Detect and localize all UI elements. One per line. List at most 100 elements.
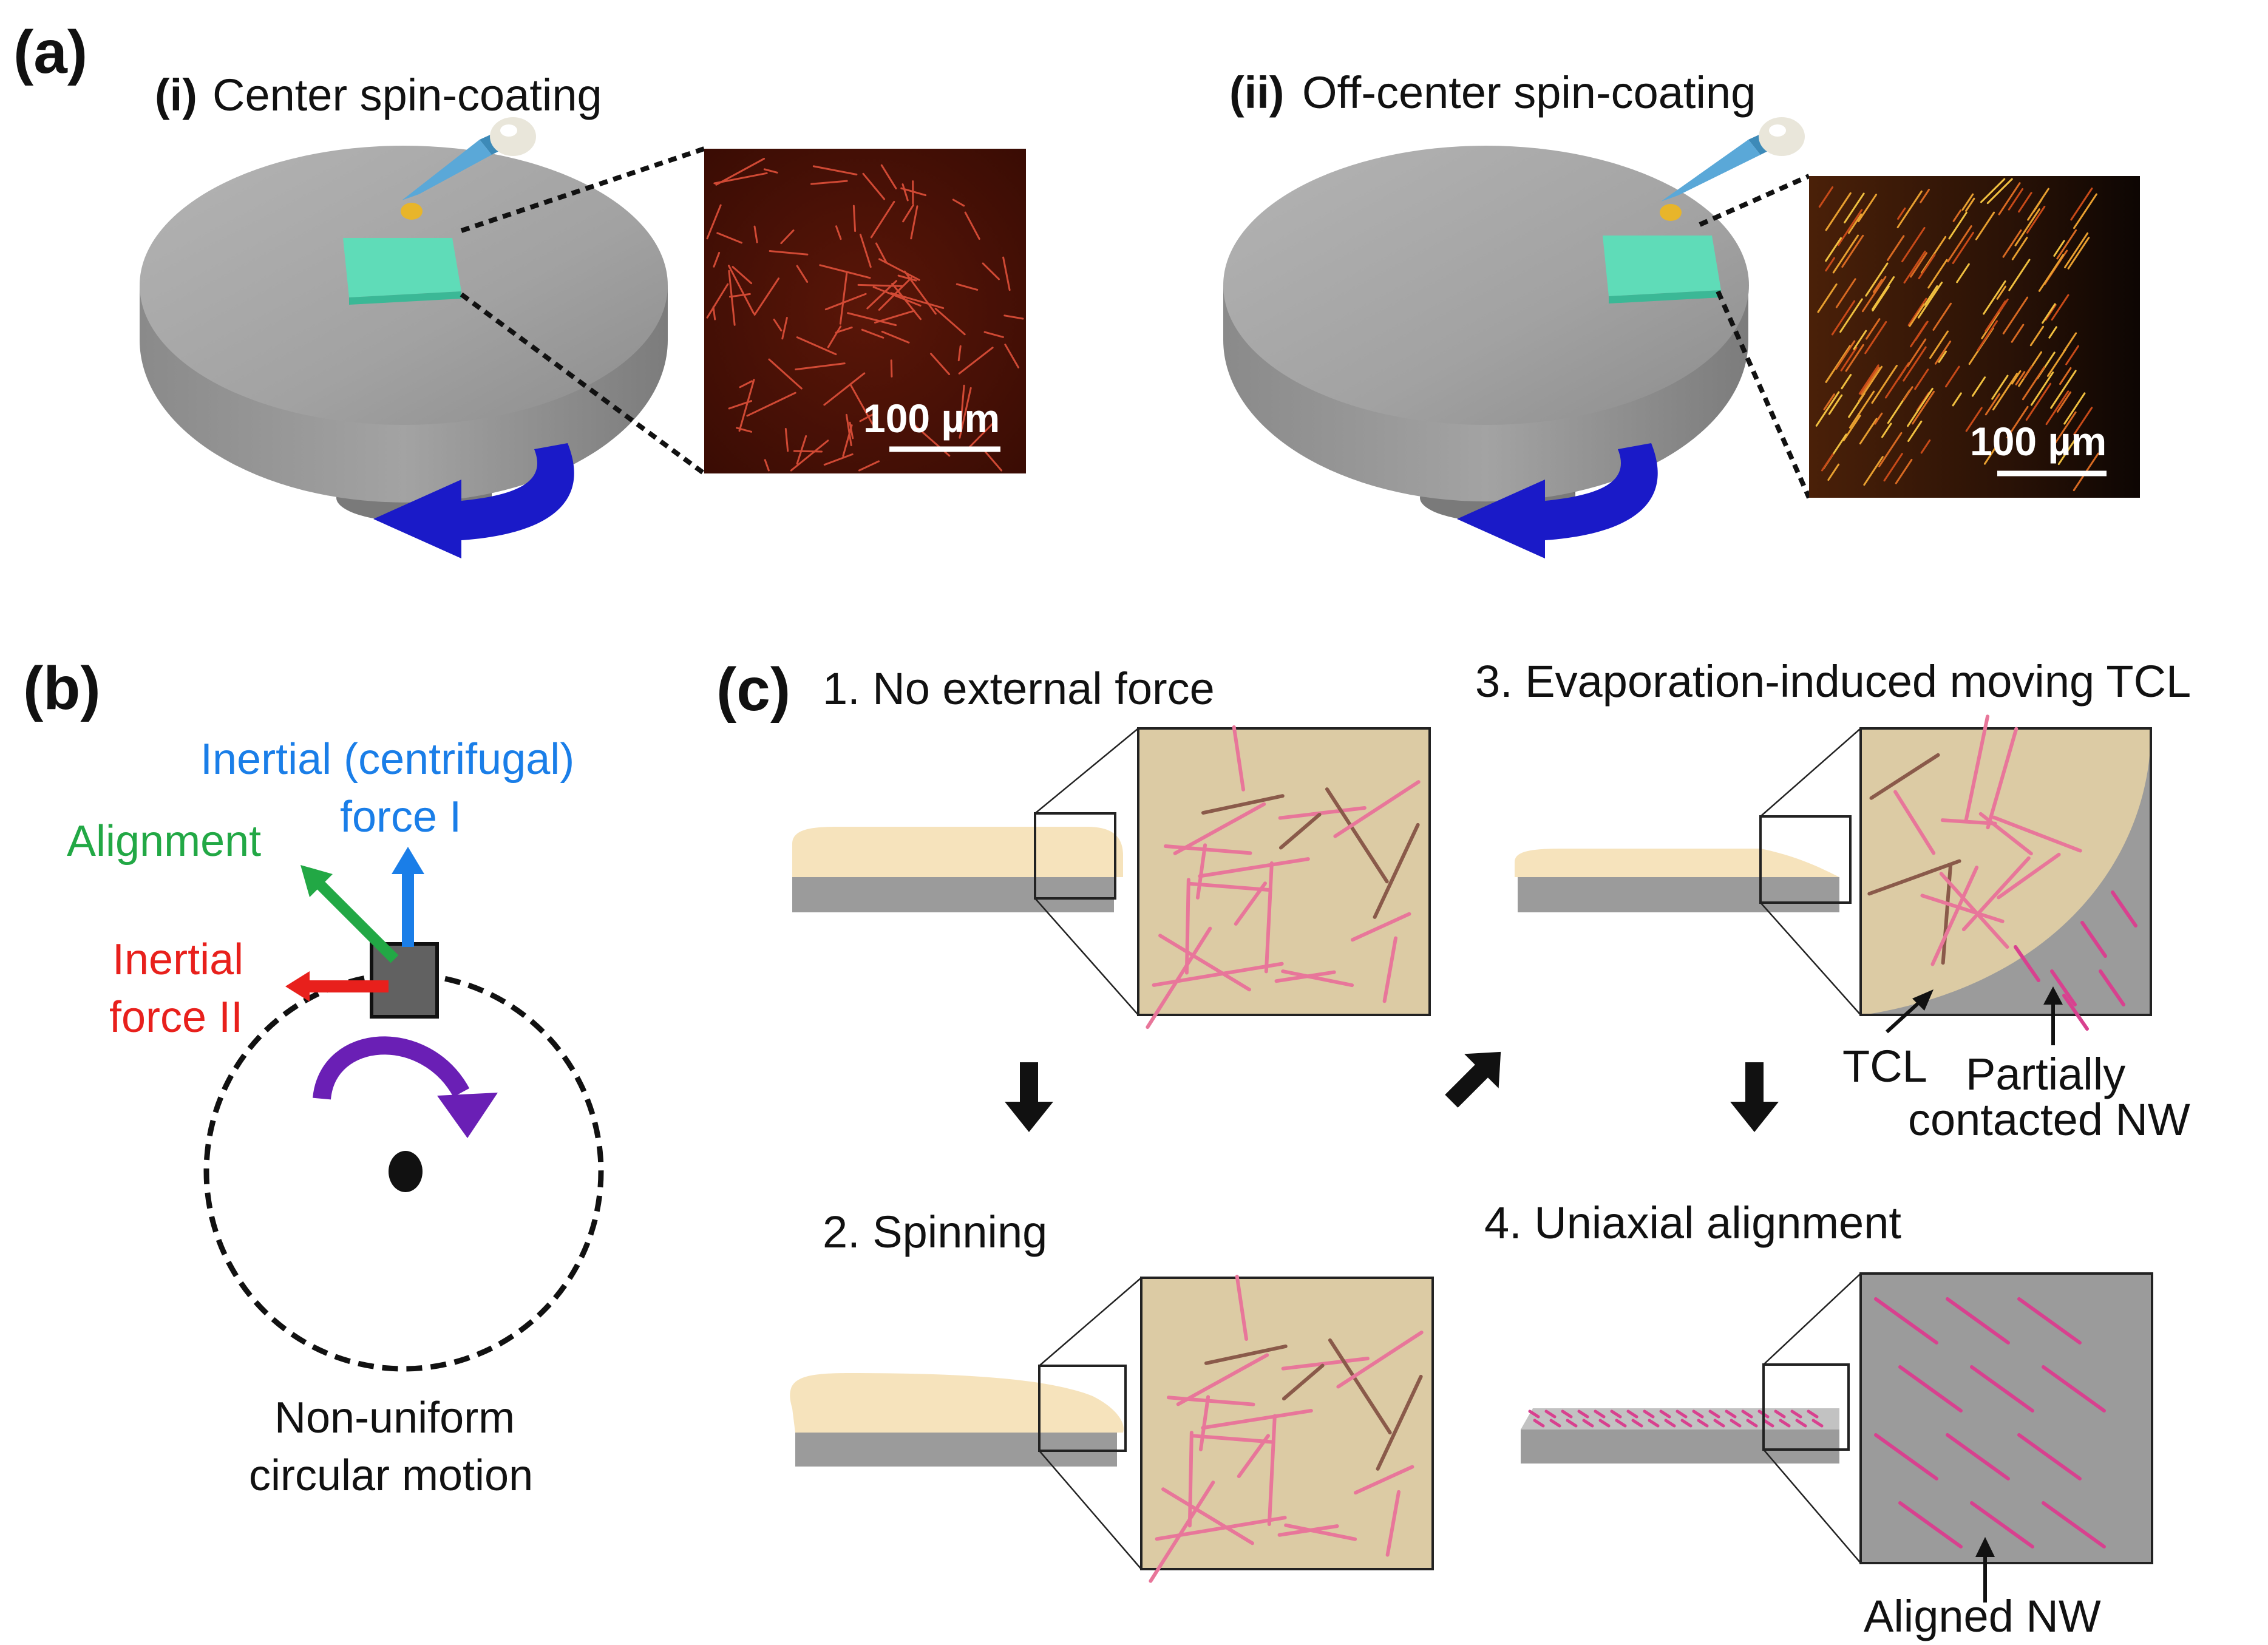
substrate-nanowire [1643,1409,1655,1419]
zoom-nanowire [1282,1363,1325,1401]
substrate-nanowire [1730,1419,1742,1428]
micrograph-nanowire [2027,188,2049,221]
micrograph-nanowire [812,165,858,175]
step3-title: 3. Evaporation-induced moving TCL [1475,656,2191,707]
micrograph-nanowire [2045,304,2057,321]
substrate-nanowire [1582,1419,1594,1428]
micrograph-nanowire [728,293,751,298]
micrograph-nanowire [2022,366,2045,401]
spin-coater-center [140,117,668,558]
zoom-nanowire [1204,1344,1288,1365]
zoom-nanowire [1940,818,1997,826]
micrograph-nanowire [1920,188,1930,203]
micrograph-nanowire [1841,374,1852,390]
aligned-nanowire [1970,1501,2034,1548]
micrograph-nanowire [1840,347,1858,371]
substrate-nanowire [1664,1419,1676,1428]
micrograph-nanowire [897,274,917,282]
micrograph-nanowire [746,392,796,417]
micrograph-nanowire [823,453,854,466]
micrograph-nanowire [780,229,795,245]
micrograph-nanowire [1952,231,1974,265]
micrograph-nanowire [2048,326,2057,339]
micrograph-nanowire [1907,297,1927,327]
micrograph-nanowire [1948,211,1968,240]
micrograph-nanowire [2015,371,2026,385]
micrograph-nanowire [929,353,951,375]
substrate-nanowire [1577,1409,1589,1419]
micrograph-nanowire [1835,278,1856,308]
zoom-nanowire [1195,843,1207,900]
label-alignment: Alignment [67,817,261,866]
micrograph-nanowire [1883,453,1903,482]
micrograph-nanowire [2006,405,2029,439]
zoom-nanowire [1281,969,1354,988]
micrograph-nanowire [858,460,880,472]
substrate-nanowire [1533,1419,1545,1428]
micrograph-nanowire [793,450,823,453]
micrograph-nanowire [1831,300,1856,336]
micrograph-nanowire [1857,194,1878,223]
micrograph-nanowire [1907,338,1927,367]
micrograph-nanowire [773,318,783,331]
micrograph-nanowire [810,180,848,185]
micrograph-nanowire [2038,254,2065,292]
micrograph-nanowire [768,358,803,390]
micrograph-nanowire [1907,420,1923,443]
micrograph-nanowire [956,283,979,291]
zoom-nanowire [1201,1409,1313,1430]
micrograph-nanowire [859,234,872,268]
zoom-nanowire [1267,1414,1277,1526]
zoom-nanowire [1986,727,2018,830]
micrograph-nanowire [1872,276,1895,311]
aligned-nanowire [2099,969,2125,1006]
substrate-nanowire [1762,1419,1774,1428]
aligned-nanowire [1874,1297,1938,1345]
micrograph-nanowire [1858,364,1879,395]
micrograph-nanowire [713,251,721,268]
micrograph-nanowire [1897,207,1906,220]
zoom-nanowire [1325,787,1389,884]
micrograph-nanowire [862,172,886,200]
micrograph-nanowire [2002,229,2022,258]
micrograph-nanowire [1992,373,2018,411]
title-off-center-roman: (ii) [1229,67,1284,118]
micrograph-nanowire [1815,391,1840,427]
aligned-nanowire [1946,1297,2010,1345]
micrograph-nanowire [1828,394,1843,415]
step1-substrate [792,728,1139,1016]
micrograph-nanowire [1842,415,1861,441]
zoom-nanowire [1167,1396,1255,1406]
micrograph-nanowire [781,317,788,340]
micrograph-nanowire [2030,371,2054,406]
micrograph-nanowire [1845,344,1864,372]
micrograph-nanowire [1903,250,1926,284]
micrograph-nanowire [849,383,877,430]
step4-title: 4. Uniaxial alignment [1484,1198,1901,1248]
micrograph-nanowire [1825,257,1835,272]
micrograph-nanowire [1961,193,1974,211]
micrograph-nanowire [958,347,994,375]
substrate-nanowire [1631,1419,1643,1428]
micrograph-nanowire [819,264,871,279]
scale-label-off-center: 100 µm [1970,419,2107,464]
zoom-nanowire [1930,866,1979,966]
micrograph-nanowire [1844,192,1865,223]
zoom-nanowire [1376,1374,1423,1471]
aligned-nanowire [1970,1365,2034,1413]
micrograph-nanowire [738,379,755,432]
micrograph-nanowire [960,384,965,421]
substrate-nanowire [1779,1419,1791,1428]
micrograph-nanowire [1825,192,1852,231]
step2-substrate [790,1277,1142,1570]
substrate-nanowire [1615,1419,1627,1428]
micrograph-nanowire [1932,302,1952,331]
micrograph-nanowire [1983,444,1998,465]
substrate-nanowire [1795,1419,1807,1428]
aligned-nanowire [2014,945,2040,982]
micrograph-nanowire [1965,197,1975,212]
micrograph-nanowire [2067,237,2090,270]
micrograph-nanowire [2056,391,2072,413]
label-motion-line1: Non-uniform [274,1394,515,1442]
